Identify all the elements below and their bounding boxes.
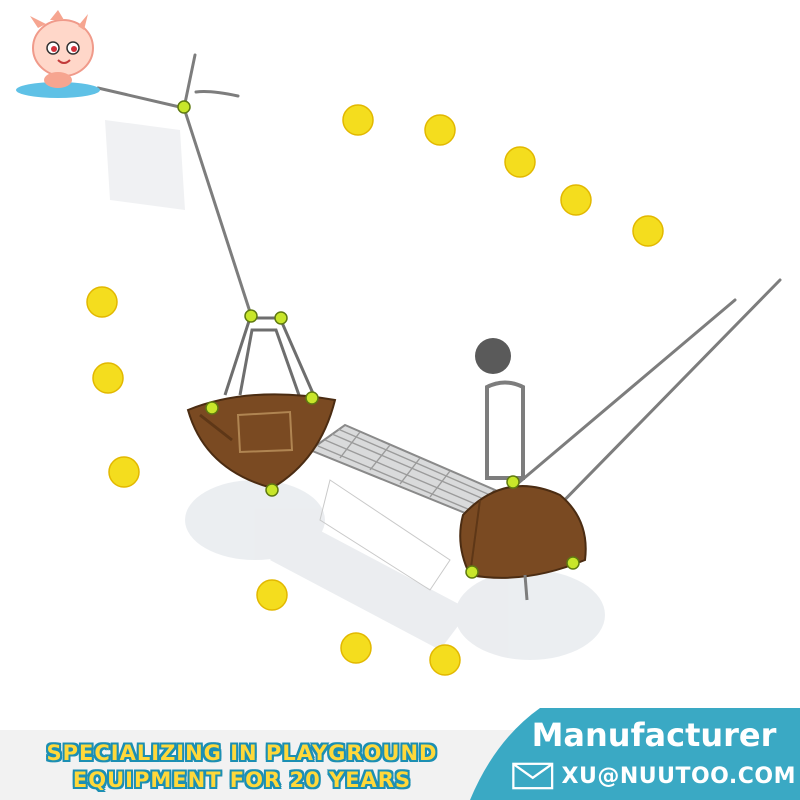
ground-shadow	[105, 120, 605, 660]
net-bridge	[307, 423, 497, 591]
stepping-stones	[86, 104, 664, 676]
fixture-balls	[177, 100, 580, 579]
round-sign	[475, 338, 511, 374]
left-platform-frame	[223, 316, 317, 399]
playground-render	[86, 53, 782, 676]
fish-mascot-icon	[16, 10, 100, 98]
contact-email[interactable]: XU@NUUTOO.COM	[512, 760, 796, 792]
email-address[interactable]: XU@NUUTOO.COM	[561, 763, 796, 789]
left-platform	[186, 393, 337, 490]
envelope-icon	[512, 762, 554, 790]
tagline-line-2: EQUIPMENT FOR 20 YEARS	[72, 768, 412, 792]
right-platform	[459, 485, 587, 601]
tagline: SPECIALIZING IN PLAYGROUND EQUIPMENT FOR…	[22, 740, 462, 794]
manufacturer-title: Manufacturer	[531, 716, 777, 754]
rope-poles	[96, 53, 782, 522]
tagline-line-1: SPECIALIZING IN PLAYGROUND	[46, 741, 438, 765]
